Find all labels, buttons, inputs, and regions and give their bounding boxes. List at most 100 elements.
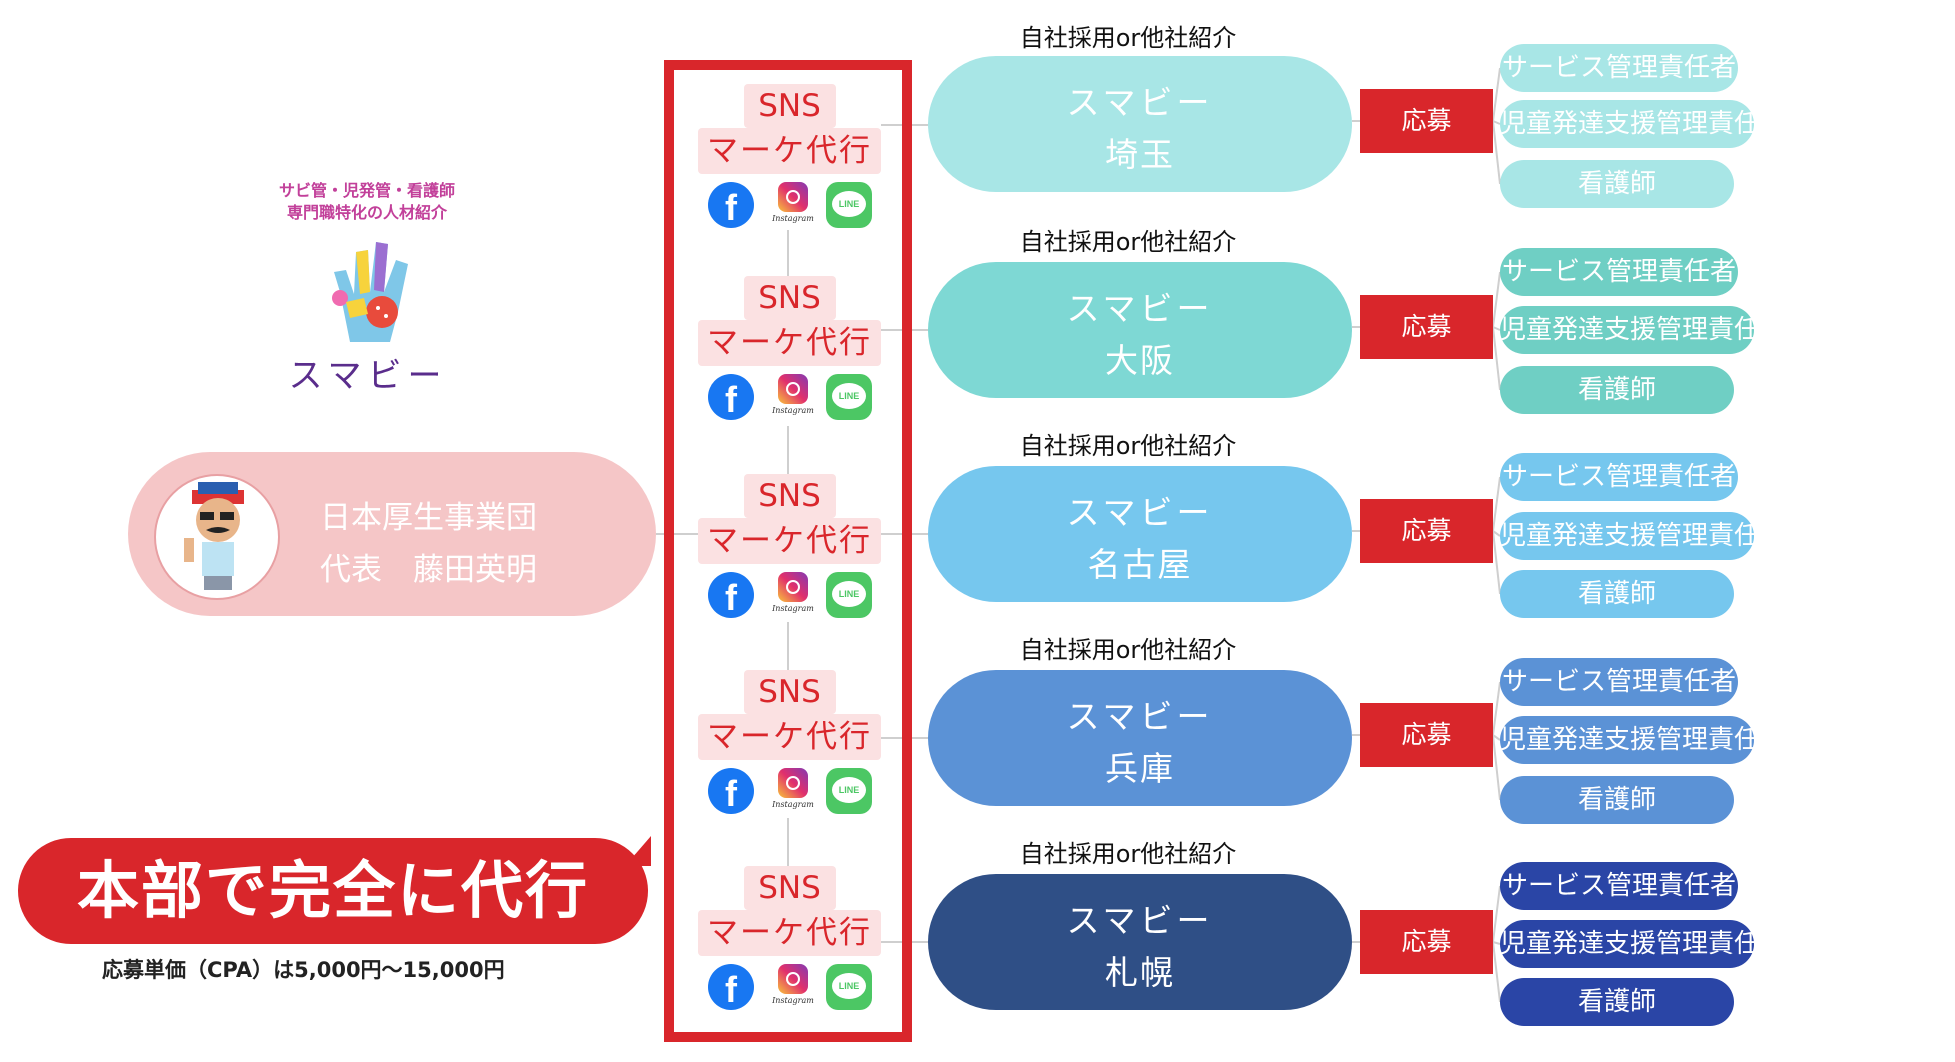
apply-box: 応募 (1360, 910, 1493, 974)
facebook-icon: f (708, 182, 754, 228)
sns-card: SNS マーケ代行 f Instagram LINE (698, 276, 881, 426)
role-service-manager: サービス管理責任者 (1500, 44, 1738, 92)
sns-card: SNS マーケ代行 f Instagram LINE (698, 866, 881, 1016)
line-label: LINE (832, 191, 866, 217)
callout-banner: 本部で完全に代行 (18, 838, 648, 944)
ceo-title: 代表 藤田英明 (320, 552, 537, 588)
logo-tagline: サビ管・児発管・看護師 専門職特化の人材紹介 (252, 180, 482, 224)
ceo-avatar (154, 474, 280, 600)
line-icon: LINE (826, 768, 872, 814)
instagram-label: Instagram (772, 406, 814, 415)
region-brand: スマビー (1066, 83, 1214, 122)
role-child-dev-manager: 児童発達支援管理責任者 (1500, 306, 1786, 354)
sns-icons: f Instagram LINE (698, 374, 881, 426)
instagram-label: Instagram (772, 214, 814, 223)
ceo-illustration-icon (184, 482, 244, 590)
region-city: 兵庫 (1105, 749, 1175, 788)
line-label: LINE (832, 777, 866, 803)
region-caption: 自社採用or他社紹介 (1019, 432, 1237, 460)
role-nurse: 看護師 (1500, 978, 1734, 1026)
role-child-dev-manager: 児童発達支援管理責任者 (1500, 716, 1786, 764)
region-city: 大阪 (1105, 341, 1175, 380)
role-service-manager: サービス管理責任者 (1500, 658, 1738, 706)
region-node-osaka: スマビー 大阪 (928, 262, 1352, 398)
logo-tagline-line1: サビ管・児発管・看護師 (278, 181, 455, 200)
region-node-sapporo: スマビー 札幌 (928, 874, 1352, 1010)
marketing-label: マーケ代行 (698, 714, 881, 760)
sns-label: SNS (743, 474, 836, 518)
ceo-node: 日本厚生事業団 代表 藤田英明 (128, 452, 656, 616)
apply-box: 応募 (1360, 89, 1493, 153)
sns-label: SNS (743, 276, 836, 320)
facebook-icon: f (708, 374, 754, 420)
ceo-org: 日本厚生事業団 (320, 500, 537, 536)
instagram-label: Instagram (772, 996, 814, 1005)
instagram-icon (778, 572, 808, 602)
instagram-label: Instagram (772, 604, 814, 613)
role-service-manager: サービス管理責任者 (1500, 248, 1738, 296)
sns-frame (664, 60, 912, 1042)
apply-box: 応募 (1360, 703, 1493, 767)
region-brand: スマビー (1066, 697, 1214, 736)
region-caption: 自社採用or他社紹介 (1019, 228, 1237, 256)
instagram-icon (778, 374, 808, 404)
line-label: LINE (832, 973, 866, 999)
region-city: 札幌 (1105, 953, 1175, 992)
cpa-note: 応募単価（CPA）は5,000円〜15,000円 (102, 958, 505, 982)
sns-label: SNS (743, 866, 836, 910)
facebook-icon: f (708, 768, 754, 814)
region-city: 名古屋 (1087, 545, 1193, 584)
line-label: LINE (832, 383, 866, 409)
role-nurse: 看護師 (1500, 776, 1734, 824)
line-icon: LINE (826, 572, 872, 618)
sns-icons: f Instagram LINE (698, 964, 881, 1016)
hand-logo-icon (332, 242, 408, 342)
role-nurse: 看護師 (1500, 570, 1734, 618)
instagram-label: Instagram (772, 800, 814, 809)
facebook-icon: f (708, 964, 754, 1010)
role-service-manager: サービス管理責任者 (1500, 862, 1738, 910)
role-service-manager: サービス管理責任者 (1500, 453, 1738, 501)
role-nurse: 看護師 (1500, 366, 1734, 414)
region-node-saitama: スマビー 埼玉 (928, 56, 1352, 192)
region-caption: 自社採用or他社紹介 (1019, 840, 1237, 868)
marketing-label: マーケ代行 (698, 910, 881, 956)
role-child-dev-manager: 児童発達支援管理責任者 (1500, 512, 1786, 560)
sns-icons: f Instagram LINE (698, 182, 881, 234)
instagram-icon (778, 768, 808, 798)
apply-box: 応募 (1360, 499, 1493, 563)
ceo-label: 日本厚生事業団 代表 藤田英明 (320, 492, 537, 596)
line-icon: LINE (826, 964, 872, 1010)
logo-name: スマビー (288, 356, 448, 396)
sns-label: SNS (743, 84, 836, 128)
role-nurse: 看護師 (1500, 160, 1734, 208)
region-node-hyogo: スマビー 兵庫 (928, 670, 1352, 806)
sns-card: SNS マーケ代行 f Instagram LINE (698, 474, 881, 624)
instagram-icon (778, 182, 808, 212)
region-caption: 自社採用or他社紹介 (1019, 24, 1237, 52)
line-label: LINE (832, 581, 866, 607)
instagram-icon (778, 964, 808, 994)
region-brand: スマビー (1066, 493, 1214, 532)
logo-tagline-line2: 専門職特化の人材紹介 (286, 203, 447, 222)
region-brand: スマビー (1066, 289, 1214, 328)
marketing-label: マーケ代行 (698, 518, 881, 564)
region-caption: 自社採用or他社紹介 (1019, 636, 1237, 664)
role-child-dev-manager: 児童発達支援管理責任者 (1500, 920, 1786, 968)
sns-icons: f Instagram LINE (698, 768, 881, 820)
line-icon: LINE (826, 182, 872, 228)
apply-box: 応募 (1360, 295, 1493, 359)
region-node-nagoya: スマビー 名古屋 (928, 466, 1352, 602)
sns-card: SNS マーケ代行 f Instagram LINE (698, 670, 881, 820)
sns-icons: f Instagram LINE (698, 572, 881, 624)
marketing-label: マーケ代行 (698, 128, 881, 174)
marketing-label: マーケ代行 (698, 320, 881, 366)
line-icon: LINE (826, 374, 872, 420)
region-city: 埼玉 (1105, 135, 1175, 174)
sns-card: SNS マーケ代行 f Instagram LINE (698, 84, 881, 234)
sns-label: SNS (743, 670, 836, 714)
region-brand: スマビー (1066, 901, 1214, 940)
facebook-icon: f (708, 572, 754, 618)
role-child-dev-manager: 児童発達支援管理責任者 (1500, 100, 1786, 148)
